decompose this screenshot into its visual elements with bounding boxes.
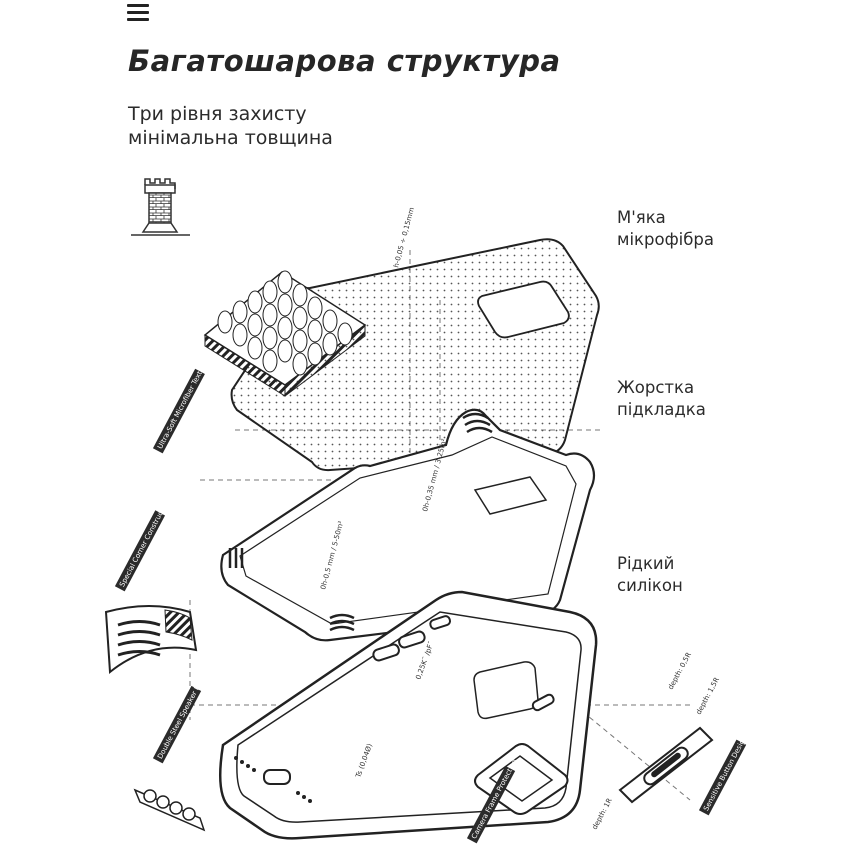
layer-label-hard-layer-line-1: Жорстка [617, 378, 695, 397]
layer-label-hard-layer-line-2: підкладка [617, 400, 706, 419]
subtitle: Три рівня захисту мінімальна товщина [128, 102, 333, 150]
button-detail-inset [618, 726, 714, 804]
svg-text:Special Corner Construction: Special Corner Construction [118, 498, 171, 588]
subtitle-line-1: Три рівня захисту [128, 103, 307, 125]
subtitle-line-2: мінімальна товщина [128, 127, 333, 149]
depth-low-note: depth: 1R [591, 797, 614, 831]
microfiber-callout-tag: Ultra-Soft Microfiber Texture [152, 360, 209, 454]
page-title: Багатошарова структура [128, 44, 561, 78]
speaker-grille-inset [133, 788, 206, 832]
hamburger-menu-icon[interactable] [127, 4, 149, 22]
corner-callout-tag: Special Corner Construction [114, 498, 171, 592]
castle-tower-icon [131, 178, 190, 236]
svg-text:Ultra-Soft Microfiber Texture: Ultra-Soft Microfiber Texture [156, 360, 209, 451]
layer-label-silicone-line-1: Рідкий [617, 554, 675, 573]
microfiber-layer: h-0,05 ÷ 0,15mm [203, 206, 600, 472]
layer-label-microfiber: М'яка мікрофібра [617, 207, 714, 251]
layer-label-hard-layer: Жорстка підкладка [617, 377, 706, 421]
layer-label-microfiber-line-2: мікрофібра [617, 230, 715, 249]
layer-label-silicone: Рідкий силікон [617, 553, 683, 597]
depth-top-note: depth: 0,5R [667, 651, 693, 691]
button-callout-tag: Sensitive Button Design [698, 734, 749, 816]
svg-text:Sensitive Button Design: Sensitive Button Design [702, 734, 748, 812]
depth-mid-note: depth: 1,5R [695, 676, 721, 716]
corner-detail-inset [104, 605, 198, 674]
layer-label-silicone-line-2: силікон [617, 576, 683, 595]
speaker-callout-tag: Double Steel Speaker Hole [152, 674, 207, 764]
layer-label-microfiber-line-1: М'яка [617, 208, 666, 227]
hard-layer: 0h-0,35 mm / 3-25m² 0h-0,5 mm / 5-50m² [220, 408, 596, 642]
microfiber-thickness-note: h-0,05 ÷ 0,15mm [392, 206, 416, 268]
svg-text:Double Steel Speaker Hole: Double Steel Speaker Hole [156, 674, 207, 760]
